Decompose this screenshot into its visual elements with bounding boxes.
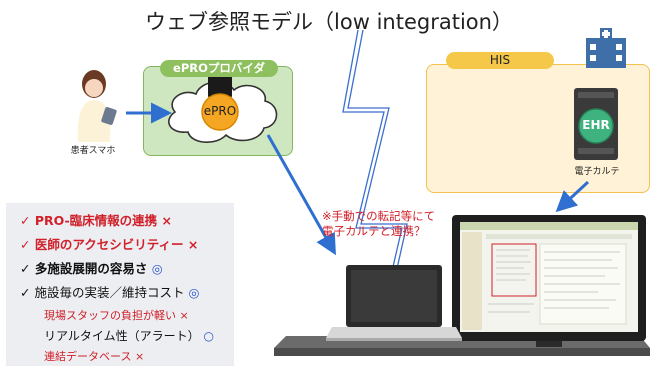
rating-mark: ○ bbox=[203, 329, 214, 343]
hospital-icon bbox=[586, 28, 626, 68]
note-line-1: ※手動での転記等にて bbox=[322, 209, 436, 223]
patient-illustration bbox=[77, 70, 117, 142]
epro-cloud-label: ePRO bbox=[203, 104, 237, 118]
sub-item-text: 現場スタッフの負担が軽い bbox=[44, 309, 176, 322]
epro-provider-label: ePROプロバイダ bbox=[160, 60, 278, 77]
network-divider-line bbox=[342, 29, 408, 341]
rating-mark: ◎ bbox=[151, 261, 163, 276]
rating-mark: × bbox=[179, 309, 189, 322]
checklist-item-pro-integration: ✓ PRO-臨床情報の連携 × bbox=[20, 210, 172, 229]
desktop-monitor-illustration bbox=[452, 215, 646, 347]
rating-mark: × bbox=[187, 237, 199, 252]
check-mark: ✓ bbox=[20, 213, 31, 228]
rating-mark: × bbox=[161, 213, 173, 228]
note-line-2: 電子カルテと連携？ bbox=[322, 224, 426, 238]
patient-caption: 患者スマホ bbox=[70, 146, 116, 156]
sub-item-text: 連結データベース bbox=[44, 350, 132, 363]
rating-mark: × bbox=[134, 350, 145, 363]
manual-transcription-note: ※手動での転記等にて 電子カルテと連携？ bbox=[322, 209, 435, 239]
checklist-item-cost: ✓ 施設毎の実装／維持コスト ◎ bbox=[20, 282, 199, 301]
sub-item-text: リアルタイム性（アラート） bbox=[44, 329, 200, 343]
check-mark: ✓ bbox=[20, 285, 31, 300]
check-mark: ✓ bbox=[20, 261, 31, 276]
ehr-label: EHR bbox=[582, 118, 610, 132]
laptop-illustration bbox=[326, 265, 462, 341]
ehr-caption: 電子カルテ bbox=[574, 167, 620, 177]
sub-item-linked-db: 連結データベース × bbox=[44, 348, 144, 364]
ehr-to-monitor-arrow bbox=[555, 180, 590, 213]
page-title: ウェブ参照モデル（low integration） bbox=[145, 10, 513, 34]
his-label: HIS bbox=[446, 52, 554, 69]
evaluation-checklist-panel: ✓ PRO-臨床情報の連携 × ✓ 医師のアクセシビリティー × ✓ 多施設展開… bbox=[6, 203, 234, 366]
checklist-item-text: 施設毎の実装／維持コスト bbox=[34, 285, 185, 300]
checklist-item-text: PRO-臨床情報の連携 bbox=[34, 213, 158, 228]
ehr-badge-icon bbox=[578, 108, 614, 144]
rating-mark: ◎ bbox=[188, 285, 200, 300]
checklist-item-multisite: ✓ 多施設展開の容易さ ◎ bbox=[20, 258, 163, 277]
checklist-item-accessibility: ✓ 医師のアクセシビリティー × bbox=[20, 234, 198, 253]
sub-item-realtime: リアルタイム性（アラート） ○ bbox=[44, 327, 214, 344]
sub-item-staff-burden: 現場スタッフの負担が軽い × bbox=[44, 307, 189, 323]
check-mark: ✓ bbox=[20, 237, 31, 252]
epro-to-laptop-arrow bbox=[266, 134, 336, 256]
checklist-item-text: 医師のアクセシビリティー bbox=[34, 237, 184, 252]
epro-badge-icon bbox=[201, 93, 239, 131]
checklist-item-text: 多施設展開の容易さ bbox=[34, 261, 148, 276]
